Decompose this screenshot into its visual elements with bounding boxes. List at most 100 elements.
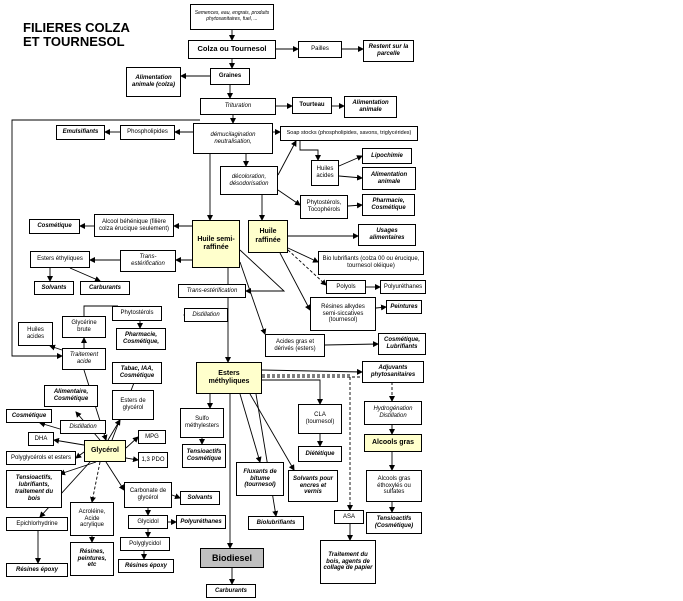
node-phospholipides: Phospholipides bbox=[120, 125, 175, 140]
node-alim-animale-r: Alimentation animale bbox=[362, 167, 416, 190]
node-dha: DHA bbox=[28, 432, 54, 446]
node-peintures: Peintures bbox=[386, 300, 422, 314]
connector-66 bbox=[53, 437, 85, 446]
node-cosmetique-l: Cosmétique bbox=[29, 219, 80, 234]
node-emulsifiants: Emulsifiants bbox=[56, 125, 105, 140]
node-biodiesel: Biodiesel bbox=[200, 548, 264, 568]
node-huile-raff: Huile raffinée bbox=[248, 220, 288, 253]
node-fluxants: Fluxants de bitume (tournesol) bbox=[236, 462, 284, 496]
node-biolubrifiants: Biolubrifiants bbox=[248, 516, 304, 530]
connector-33 bbox=[239, 261, 267, 335]
node-demucil: démucilagination neutralisation, bbox=[193, 123, 273, 154]
connector-69 bbox=[105, 461, 125, 491]
connector-14 bbox=[338, 174, 363, 181]
node-polyglycerols: Polyglycérols et esters bbox=[6, 451, 76, 465]
connector-41 bbox=[83, 305, 118, 316]
connector-17 bbox=[277, 189, 301, 206]
node-solvants-m: Solvants bbox=[180, 491, 220, 505]
node-polyols: Polyols bbox=[326, 280, 366, 294]
node-dietetique: Diététique bbox=[298, 446, 342, 462]
node-carburants-b: Carburants bbox=[206, 584, 256, 598]
node-epichlor: Epichlorhydrine bbox=[6, 517, 68, 531]
node-pharmacie-r: Pharmacie, Cosmétique bbox=[362, 194, 415, 216]
diagram-title: FILIERES COLZA ET TOURNESOL bbox=[23, 20, 130, 50]
node-lipochimie: Lipochimie bbox=[362, 148, 412, 164]
connector-13 bbox=[338, 155, 363, 167]
connector-32 bbox=[375, 304, 387, 311]
node-carbonate: Carbonate de glycérol bbox=[124, 482, 172, 508]
connector-28 bbox=[287, 247, 319, 263]
node-pharmacie-m: Pharmacie, Cosmétique, bbox=[116, 328, 166, 350]
connector-46 bbox=[262, 379, 323, 405]
node-distillation-l: Distillation bbox=[60, 420, 106, 434]
connector-40 bbox=[11, 119, 200, 359]
node-trans2: Trans-estérification bbox=[178, 284, 246, 298]
node-semences: Semences, eau, engrais, produits phytosa… bbox=[190, 4, 274, 30]
node-huile-semi: Huile semi-raffinée bbox=[192, 220, 240, 268]
node-pdo: 1,3 PDO bbox=[138, 452, 168, 468]
connector-29 bbox=[287, 249, 327, 286]
connector-73 bbox=[171, 493, 181, 500]
node-decoloration: décoloration, désodorisation bbox=[220, 166, 278, 195]
node-polyglycidol: Polyglycidol bbox=[120, 537, 170, 551]
node-tabac: Tabac, IAA, Cosmétique bbox=[112, 362, 162, 384]
node-adjuvants: Adjuvants phytosanitaires bbox=[362, 361, 424, 383]
connector-64 bbox=[125, 456, 139, 463]
connector-35 bbox=[239, 249, 286, 294]
connector-27 bbox=[69, 267, 101, 282]
node-polyurethanes-m: Polyuréthanes bbox=[176, 515, 226, 529]
connector-16 bbox=[277, 140, 297, 176]
node-carburants-l: Carburants bbox=[80, 281, 130, 295]
node-trituration: Trituration bbox=[200, 98, 276, 115]
node-glycerine: Glycérine brute bbox=[62, 316, 106, 338]
node-alim-colza: Alimentation animale (colza) bbox=[126, 67, 181, 97]
connector-18 bbox=[347, 202, 363, 209]
node-huiles-acides-r: Huiles acides bbox=[311, 160, 339, 186]
connector-54 bbox=[255, 393, 279, 517]
connector-31 bbox=[279, 252, 311, 311]
connector-48 bbox=[262, 374, 353, 511]
node-polyurethanes-r: Polyuréthanes bbox=[380, 280, 426, 294]
node-trans1: Trans-estérification bbox=[120, 250, 176, 272]
node-glycerol: Glycérol bbox=[84, 440, 126, 462]
connector-70 bbox=[90, 461, 101, 503]
node-bio-lub: Bio lubrifiants (colza 00 ou érucique, t… bbox=[318, 251, 424, 275]
node-cosmetique-ll: Cosmétique bbox=[6, 409, 52, 423]
connector-45 bbox=[261, 368, 363, 375]
connector-67 bbox=[75, 451, 85, 459]
node-cosm-lubr: Cosmétique, Lubrifiants bbox=[378, 333, 426, 355]
node-esters-eth: Esters éthyliques bbox=[30, 251, 90, 268]
node-solvants-l: Solvants bbox=[34, 281, 74, 295]
node-resines-pe: Résines, peintures, etc bbox=[70, 542, 114, 576]
node-traitement-acide: Traitement acide bbox=[62, 348, 106, 370]
node-restent: Restent sur la parcelle bbox=[363, 40, 414, 62]
node-traitement-bois: Traitement du bois, agents de collage de… bbox=[320, 540, 376, 584]
node-cla: CLA (tournesol) bbox=[298, 404, 342, 434]
node-alcools-gras: Alcools gras bbox=[364, 434, 422, 452]
node-esters-meth: Esters méthyliques bbox=[196, 362, 262, 394]
node-alcools-gras-eth: Alcools gras éthoxylés ou sulfates bbox=[366, 470, 422, 502]
node-resines-alk: Résines alkydes semi-siccatives (tournes… bbox=[310, 297, 376, 331]
node-hydrogenation: Hydrogénation Distillation bbox=[364, 401, 422, 425]
node-resines-epoxy-l: Résines époxy bbox=[6, 563, 68, 577]
connector-43 bbox=[49, 344, 63, 351]
connector-62 bbox=[107, 419, 121, 441]
node-phytosterols-toco: Phytostérols, Tocophérols bbox=[300, 195, 348, 219]
node-tensio-cosm2: Tensioactifs (Cosmétique) bbox=[366, 512, 422, 534]
node-phytosterols-m: Phytostérols bbox=[112, 306, 162, 321]
node-tourteau: Tourteau bbox=[292, 97, 332, 114]
node-alcool-beh: Alcool béhénique (filière colza érucique… bbox=[94, 214, 174, 237]
connector-53 bbox=[249, 393, 295, 471]
node-usages: Usages alimentaires bbox=[358, 224, 416, 246]
node-colza: Colza ou Tournesol bbox=[188, 40, 276, 59]
connector-12 bbox=[299, 141, 321, 161]
node-esters-glycerol: Esters de glycérol bbox=[112, 390, 154, 420]
node-distillation-m: Distillation bbox=[184, 308, 228, 322]
connector-34 bbox=[324, 341, 379, 348]
node-resines-epoxy-m: Résines époxy bbox=[118, 559, 174, 573]
node-graines: Graines bbox=[210, 68, 250, 85]
node-pailles: Pailles bbox=[298, 41, 342, 58]
connector-63 bbox=[125, 436, 139, 449]
node-tensio-lub: Tensioactifs, lubrifiants, traitement du… bbox=[6, 470, 62, 508]
